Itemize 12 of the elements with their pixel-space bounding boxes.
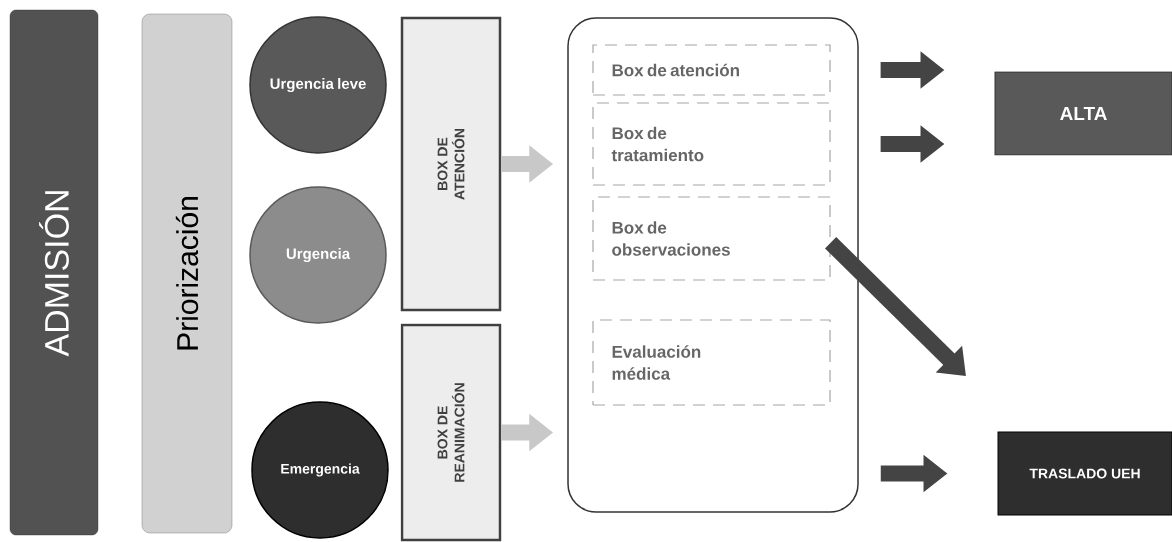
dashed-box: Box de tratamiento: [592, 102, 831, 186]
admission-bar: ADMISIÓN: [9, 9, 99, 536]
outcome-box: TRASLADO UEH: [997, 431, 1172, 516]
area-box: BOX DE REANIMACIÓN: [400, 323, 502, 542]
dashed-box: Box de observaciones: [592, 196, 831, 281]
outcome-box: ALTA: [994, 71, 1172, 156]
area-box: BOX DE ATENCIÓN: [400, 16, 502, 312]
block-arrow: [825, 237, 966, 376]
priority-bar: Priorización: [141, 13, 233, 534]
process-panel: [567, 17, 859, 513]
dashed-box: Box de atención: [592, 44, 831, 96]
dashed-box: Evaluación médica: [592, 319, 831, 406]
